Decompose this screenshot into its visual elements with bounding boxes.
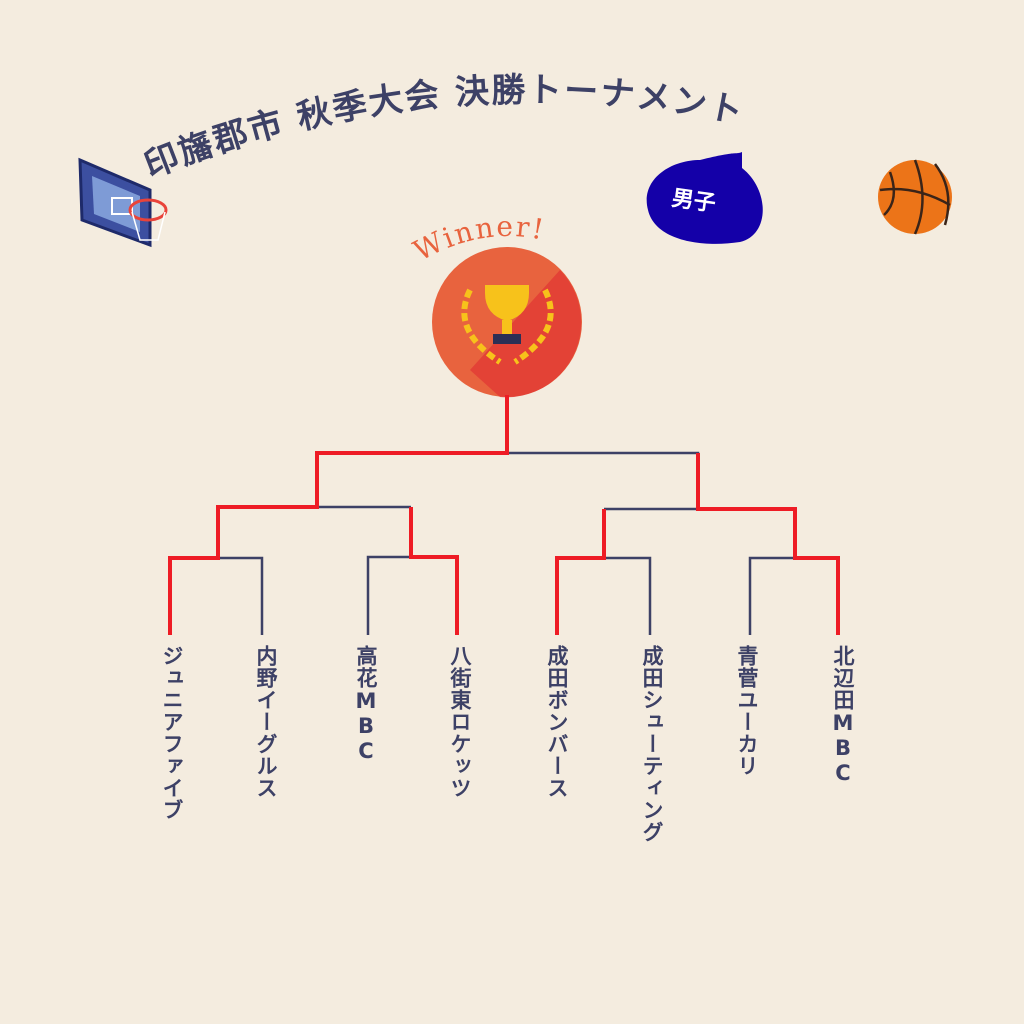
basketball-hoop-icon — [78, 157, 168, 248]
team-name: ジュニアファイブ — [160, 645, 184, 821]
team-name: 八街東ロケッツ — [448, 645, 472, 799]
team-name: 青菅ユーカリ — [735, 645, 759, 777]
team-name: 成田ボンバース — [545, 645, 569, 799]
team-name: 高花MBC — [354, 645, 378, 764]
trophy-medal-icon: Winner! — [408, 210, 582, 398]
team-name: 成田シューティング — [640, 645, 664, 843]
team-name: 北辺田MBC — [831, 645, 855, 786]
basketball-icon — [878, 159, 952, 235]
team-name: 内野イーグルス — [254, 645, 278, 799]
category-badge: 男子 — [670, 186, 718, 217]
bracket-lines — [168, 395, 840, 635]
speech-bubble-badge — [646, 152, 763, 244]
page-title: 印旛郡市 秋季大会 決勝トーナメント — [139, 70, 748, 186]
